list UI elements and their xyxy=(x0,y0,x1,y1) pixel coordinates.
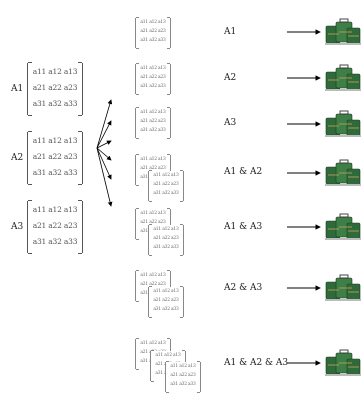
combo-label-a1-a2-a3: A1 & A2 & A3 xyxy=(224,358,289,368)
matrix-row: a21 a22 a23 xyxy=(153,236,179,241)
matrix-row: a31 a32 a33 xyxy=(32,168,78,177)
luggage-icon xyxy=(325,347,361,377)
matrix-row: a21 a22 a23 xyxy=(140,119,166,124)
matrix-row: a31 a32 a33 xyxy=(32,99,78,108)
source-matrix-a2: a11 a12 a13 a21 a22 a23 a31 a32 a33 xyxy=(27,131,83,185)
luggage-icon xyxy=(325,108,361,138)
matrix-row: a21 a22 a23 xyxy=(170,373,196,378)
luggage-icon xyxy=(325,157,361,187)
fan-arrow xyxy=(96,147,112,180)
result-arrows xyxy=(287,29,321,366)
source-label-a2: A2 xyxy=(11,153,24,163)
matrix-row: a11 a12 a13 xyxy=(170,364,196,369)
matrix-row: a31 a32 a33 xyxy=(140,128,166,133)
fan-arrow xyxy=(96,140,112,149)
combo-label-a3: A3 xyxy=(224,118,237,128)
matrix-row: a21 a22 a23 xyxy=(32,221,78,230)
fan-arrow xyxy=(96,147,113,207)
source-label-a3: A3 xyxy=(11,222,24,232)
combo-matrix-a1: a11 a12 a13 a21 a22 a23 a31 a32 a33 xyxy=(135,17,171,49)
matrix-row: a31 a32 a33 xyxy=(153,245,179,250)
matrix-row: a11 a12 a13 xyxy=(155,353,181,358)
combo-label-a2: A2 xyxy=(224,73,237,83)
matrix-row: a11 a12 a13 xyxy=(153,227,179,232)
matrix-row: a11 a12 a13 xyxy=(153,289,179,294)
luggage-icon xyxy=(325,272,361,302)
stacked-matrix: a11 a12 a13 a21 a22 a23 a31 a32 a33 xyxy=(148,224,184,256)
luggage-icon xyxy=(325,16,361,46)
matrix-row: a31 a32 a33 xyxy=(140,84,166,89)
matrix-row: a31 a32 a33 xyxy=(153,191,179,196)
source-matrix-a3: a11 a12 a13 a21 a22 a23 a31 a32 a33 xyxy=(27,200,83,254)
matrix-row: a11 a12 a13 xyxy=(140,341,166,346)
matrix-row: a11 a12 a13 xyxy=(32,136,78,145)
luggage-icon xyxy=(325,211,361,241)
matrix-row: a31 a32 a33 xyxy=(32,237,78,246)
matrix-row: a21 a22 a23 xyxy=(140,166,166,171)
matrix-row: a11 a12 a13 xyxy=(153,173,179,178)
matrix-row: a21 a22 a23 xyxy=(32,83,78,92)
combo-label-a1-a2: A1 & A2 xyxy=(224,167,263,177)
matrix-row: a21 a22 a23 xyxy=(153,298,179,303)
matrix-row: a21 a22 a23 xyxy=(32,152,78,161)
stacked-matrix: a11 a12 a13 a21 a22 a23 a31 a32 a33 xyxy=(148,170,184,202)
matrix-row: a21 a22 a23 xyxy=(140,29,166,34)
matrix-row: a31 a32 a33 xyxy=(153,307,179,312)
combo-label-a2-a3: A2 & A3 xyxy=(224,283,263,293)
source-label-a1: A1 xyxy=(11,84,24,94)
matrix-row: a11 a12 a13 xyxy=(32,205,78,214)
stacked-matrix: a11 a12 a13 a21 a22 a23 a31 a32 a33 xyxy=(165,361,201,393)
luggage-icon xyxy=(325,62,361,92)
matrix-row: a21 a22 a23 xyxy=(140,282,166,287)
matrix-row: a11 a12 a13 xyxy=(140,110,166,115)
matrix-row: a21 a22 a23 xyxy=(140,75,166,80)
combo-matrix-a2: a11 a12 a13 a21 a22 a23 a31 a32 a33 xyxy=(135,63,171,95)
combo-label-a1: A1 xyxy=(224,27,237,37)
combo-label-a1-a3: A1 & A3 xyxy=(224,222,263,232)
source-matrix-a1: a11 a12 a13 a21 a22 a23 a31 a32 a33 xyxy=(27,62,83,116)
fan-arrow xyxy=(96,147,112,161)
fan-arrow xyxy=(96,120,112,149)
matrix-row: a11 a12 a13 xyxy=(32,67,78,76)
fan-arrow xyxy=(96,99,113,149)
fan-arrows xyxy=(96,99,113,207)
matrix-row: a21 a22 a23 xyxy=(153,182,179,187)
matrix-row: a31 a32 a33 xyxy=(140,38,166,43)
matrix-row: a31 a32 a33 xyxy=(170,382,196,387)
matrix-row: a21 a22 a23 xyxy=(140,220,166,225)
combo-matrix-a3: a11 a12 a13 a21 a22 a23 a31 a32 a33 xyxy=(135,107,171,139)
matrix-row: a11 a12 a13 xyxy=(140,157,166,162)
matrix-row: a11 a12 a13 xyxy=(140,20,166,25)
matrix-row: a11 a12 a13 xyxy=(140,211,166,216)
matrix-row: a11 a12 a13 xyxy=(140,66,166,71)
matrix-row: a11 a12 a13 xyxy=(140,273,166,278)
stacked-matrix: a11 a12 a13 a21 a22 a23 a31 a32 a33 xyxy=(135,270,171,302)
stacked-matrix: a11 a12 a13 a21 a22 a23 a31 a32 a33 xyxy=(148,286,184,318)
